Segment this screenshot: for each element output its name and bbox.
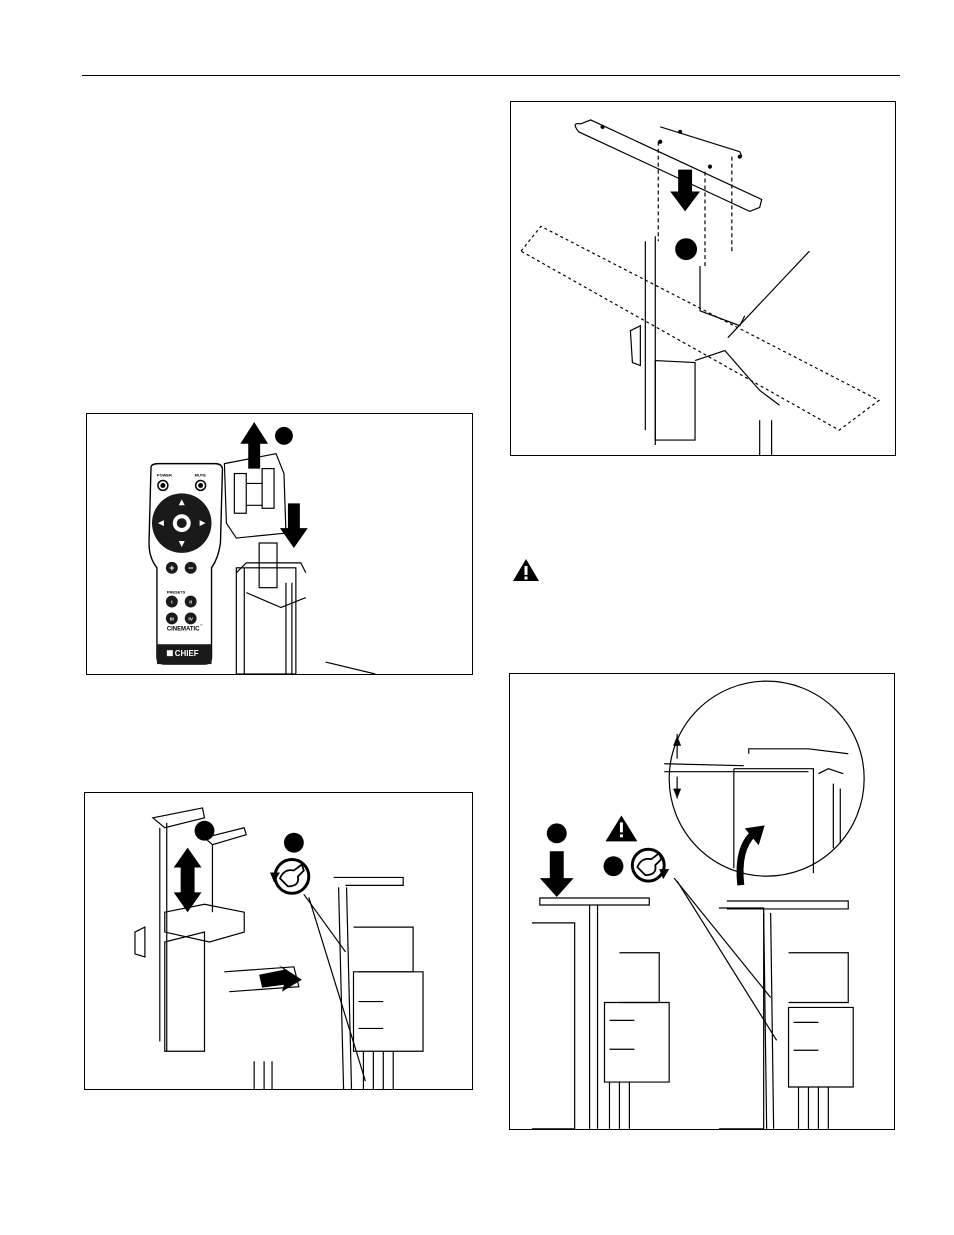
arrow-down-icon <box>540 851 574 897</box>
svg-text:CINEMATIC: CINEMATIC <box>167 626 200 632</box>
svg-text:™: ™ <box>200 623 203 627</box>
figure-remote-lift: POWER MUTE + − PRESETS I II III IV CINEM… <box>86 413 473 675</box>
callout-circle-icon <box>604 856 624 876</box>
arrow-up-down-icon <box>174 848 202 913</box>
callout-circle-icon <box>195 821 215 841</box>
wrench-rotate-icon <box>632 849 669 881</box>
svg-text:−: − <box>188 563 193 573</box>
svg-text:IV: IV <box>188 616 193 622</box>
level-detail-illustration <box>510 674 894 1129</box>
wrench-rotate-icon <box>270 860 309 894</box>
callout-circle-icon <box>675 238 697 260</box>
svg-text:+: + <box>169 563 174 573</box>
arrow-down-icon <box>280 503 308 548</box>
height-adjust-illustration <box>85 793 472 1089</box>
callout-circle-icon <box>284 833 304 853</box>
svg-text:CHIEF: CHIEF <box>175 649 199 658</box>
svg-text:III: III <box>170 616 175 622</box>
gap-indicator-arrows <box>673 736 681 799</box>
figure-bracket-install <box>510 101 896 456</box>
callout-circle-icon <box>547 823 567 843</box>
bracket-install-illustration <box>511 102 895 455</box>
figure-height-adjust <box>84 792 473 1090</box>
callout-circle-icon <box>275 427 293 445</box>
svg-text:MUTE: MUTE <box>195 473 207 478</box>
remote-lift-illustration: POWER MUTE + − PRESETS I II III IV CINEM… <box>87 414 472 674</box>
svg-text:POWER: POWER <box>157 473 172 478</box>
warning-icon <box>512 558 540 582</box>
arrow-up-icon <box>240 422 268 469</box>
svg-text:PRESETS: PRESETS <box>167 590 186 595</box>
header-rule <box>82 75 900 76</box>
warning-triangle-icon <box>606 815 638 841</box>
remote-control: POWER MUTE + − PRESETS I II III IV CINEM… <box>149 464 222 664</box>
figure-level-detail <box>509 673 895 1130</box>
